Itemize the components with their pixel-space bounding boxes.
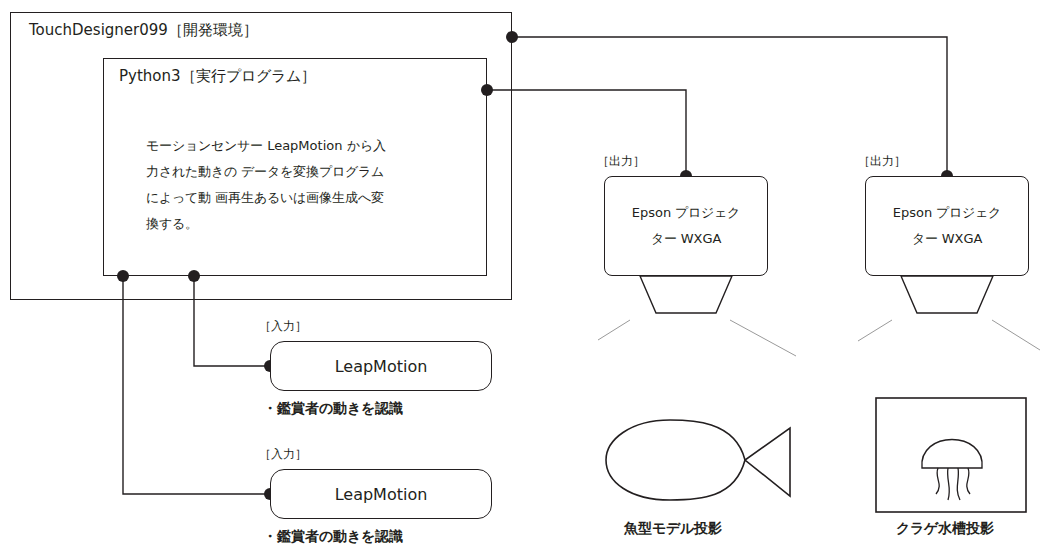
projection-caption: 魚型モデル投影 xyxy=(622,520,724,538)
light-beam xyxy=(858,320,892,341)
signal-line xyxy=(512,37,947,176)
sensor-box: ［入力］LeapMotion・鑑賞者の動きを認識 xyxy=(270,469,492,519)
node-text: ・鑑賞者の動きを認識 xyxy=(263,400,403,418)
fish-model xyxy=(606,420,790,500)
node-text: モーションセンサー LeapMotion から入力された動きの データを変換プロ… xyxy=(146,133,396,237)
node-heading: ［入力］ xyxy=(259,318,307,335)
jellyfish-bell xyxy=(922,440,982,469)
sensor-box: ［入力］LeapMotion・鑑賞者の動きを認識 xyxy=(270,341,492,391)
node-text: LeapMotion xyxy=(335,357,428,376)
jellyfish-tentacles xyxy=(936,468,970,500)
signal-line xyxy=(194,276,270,366)
projector-box: ［出力］Epson プロジェクター WXGA xyxy=(604,176,768,276)
node-text: Epson プロジェクター WXGA xyxy=(887,200,1007,252)
node-heading: Python3［実行プログラム］ xyxy=(119,67,316,86)
signal-line xyxy=(123,276,270,494)
junction-dot xyxy=(188,270,200,282)
node-heading: TouchDesigner099［開発環境］ xyxy=(29,21,258,40)
light-beam xyxy=(730,320,796,356)
node-text: LeapMotion xyxy=(335,485,428,504)
projector-lens xyxy=(901,276,993,313)
projector-box: ［出力］Epson プロジェクター WXGA xyxy=(865,176,1029,276)
node-heading: ［出力］ xyxy=(597,153,645,170)
environment-box: TouchDesigner099［開発環境］ Python3［実行プログラム］ モー… xyxy=(10,12,512,300)
light-beam xyxy=(598,320,630,340)
signal-line xyxy=(487,90,686,176)
projector-lens xyxy=(640,276,732,313)
light-beam xyxy=(992,320,1040,350)
junction-dot xyxy=(481,84,493,96)
junction-dot xyxy=(117,270,129,282)
node-text: Epson プロジェクター WXGA xyxy=(626,200,746,252)
projection-caption: クラゲ水槽投影 xyxy=(894,520,996,538)
node-text: ・鑑賞者の動きを認識 xyxy=(263,528,403,546)
junction-dot xyxy=(506,31,518,43)
aquarium-tank xyxy=(876,398,1026,512)
node-heading: ［出力］ xyxy=(858,153,906,170)
node-heading: ［入力］ xyxy=(259,446,307,463)
program-box: Python3［実行プログラム］ モーションセンサー LeapMotion から入… xyxy=(103,58,487,276)
